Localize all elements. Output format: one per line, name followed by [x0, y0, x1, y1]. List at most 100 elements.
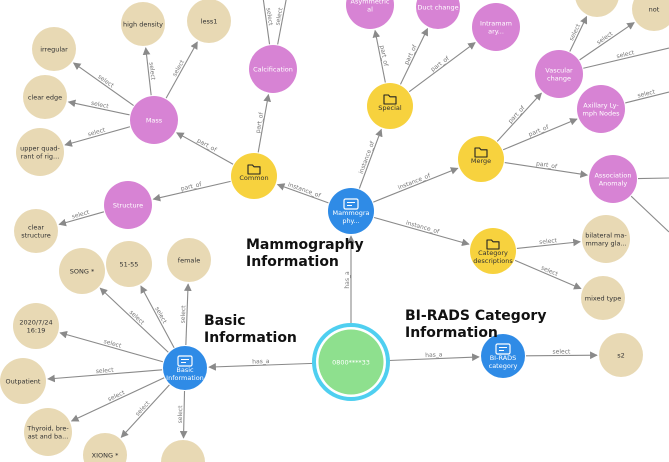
node-circle: [104, 181, 152, 229]
edge-mass-highdensity: select: [142, 47, 156, 96]
edge-line: [152, 180, 231, 202]
edge-mass-irregular: select: [72, 62, 134, 106]
node-tr2[interactable]: not: [632, 0, 669, 31]
edge-basic-female: select: [180, 283, 192, 346]
folder-icon: [486, 239, 500, 250]
edge-special-asym: part_of: [372, 29, 389, 83]
node-circle: [14, 209, 58, 253]
edge-line: [184, 283, 192, 346]
node-label: 0800****33: [332, 358, 370, 366]
node-female[interactable]: female: [167, 238, 211, 282]
node-label: phy...: [342, 217, 359, 225]
edge-basic-xiong: select: [120, 384, 170, 438]
node-label: bilateral ma-: [585, 231, 627, 239]
node-merge[interactable]: Merge: [458, 136, 504, 182]
node-mass[interactable]: Mass: [130, 96, 178, 144]
node-clearedge[interactable]: clear edge: [23, 75, 67, 119]
node-circle: [599, 333, 643, 377]
edge-basic-outpatient: select: [47, 367, 163, 383]
node-label: Special: [378, 104, 402, 112]
node-calc[interactable]: Calcification: [249, 45, 297, 93]
node-circle: [632, 0, 669, 31]
node-circle: [472, 3, 520, 51]
edge-line: [504, 162, 589, 178]
edge-root-mammo: has_a: [344, 235, 355, 324]
edge-stub-axillary: select: [625, 88, 669, 104]
edge-birads-s2: select: [525, 348, 598, 360]
node-circle: [470, 228, 516, 274]
node-irregular[interactable]: irregular: [32, 27, 76, 71]
folder-icon: [474, 147, 488, 158]
edge-line: [372, 29, 386, 83]
node-special[interactable]: Special: [367, 83, 413, 129]
section-label-line: Information: [246, 254, 339, 270]
edge-line: [99, 287, 169, 353]
edge-stub-vascular: select: [583, 47, 669, 69]
edge-line: [179, 390, 188, 439]
edge-line: [277, 0, 287, 45]
node-circle: [167, 238, 211, 282]
node-label: XIONG *: [92, 451, 119, 459]
edge-structure-clearstruct: select: [58, 209, 105, 227]
edge-line: [64, 126, 131, 147]
edge-label: select: [568, 22, 582, 42]
node-b_extra[interactable]: [161, 440, 205, 462]
node-axillary[interactable]: Axillary Ly-mph Nodes: [577, 85, 625, 133]
edge-common-mass: part_of: [176, 132, 234, 165]
node-upperquad[interactable]: upper quad-rant of rig...: [16, 128, 64, 176]
node-highdensity[interactable]: high density: [121, 2, 165, 46]
node-circle: [0, 358, 46, 404]
node-label: not: [649, 5, 660, 13]
edge-catdesc-mixedtype: select: [514, 259, 582, 290]
edge-common-calc: part_of: [255, 93, 272, 153]
section-label-line: Mammography: [246, 237, 364, 253]
edge-line: [59, 330, 164, 363]
edge-label: select: [553, 348, 572, 355]
edge-label: select: [147, 62, 156, 81]
node-common[interactable]: Common: [231, 153, 277, 199]
node-circle: [481, 334, 525, 378]
node-label: Common: [239, 174, 268, 182]
edge-label: select: [616, 49, 636, 60]
node-thyroid[interactable]: Thyroid, bre-ast and ba...: [24, 408, 72, 456]
node-s2[interactable]: s2: [599, 333, 643, 377]
edge-label: select: [71, 209, 91, 221]
edge-label: select: [107, 389, 127, 403]
folder-icon: [383, 94, 397, 105]
node-song[interactable]: SONG *: [59, 248, 105, 294]
node-outpatient[interactable]: Outpatient: [0, 358, 46, 404]
node-label: Anomaly: [599, 179, 628, 187]
node-bilateral[interactable]: bilateral ma-mmary gla...: [582, 215, 630, 263]
node-xiong[interactable]: XIONG *: [83, 433, 127, 462]
edge-label: select: [274, 7, 284, 26]
node-less1[interactable]: less1: [187, 0, 231, 43]
node-circle: [589, 155, 637, 203]
edge-label: part_of: [255, 111, 266, 134]
node-ductchange[interactable]: Duct change: [416, 0, 460, 29]
node-mammo[interactable]: Mammography...: [328, 188, 374, 234]
node-circle: [581, 276, 625, 320]
edge-special-ductchange: part_of: [399, 27, 429, 85]
node-intramam[interactable]: Intramamary...: [472, 3, 520, 51]
node-structure[interactable]: Structure: [104, 181, 152, 229]
node-mixedtype[interactable]: mixed type: [581, 276, 625, 320]
node-tr1[interactable]: [575, 0, 619, 17]
edge-label: has_a: [344, 271, 351, 289]
node-root[interactable]: 0800****33: [312, 323, 390, 401]
node-label: Information: [166, 374, 204, 382]
edge-line: [67, 99, 130, 116]
node-label: clear: [28, 223, 44, 231]
edge-line: [176, 132, 234, 165]
node-age[interactable]: 51-55: [106, 241, 152, 287]
node-label: Thyroid, bre-: [26, 424, 69, 432]
edge-line: [388, 353, 480, 362]
